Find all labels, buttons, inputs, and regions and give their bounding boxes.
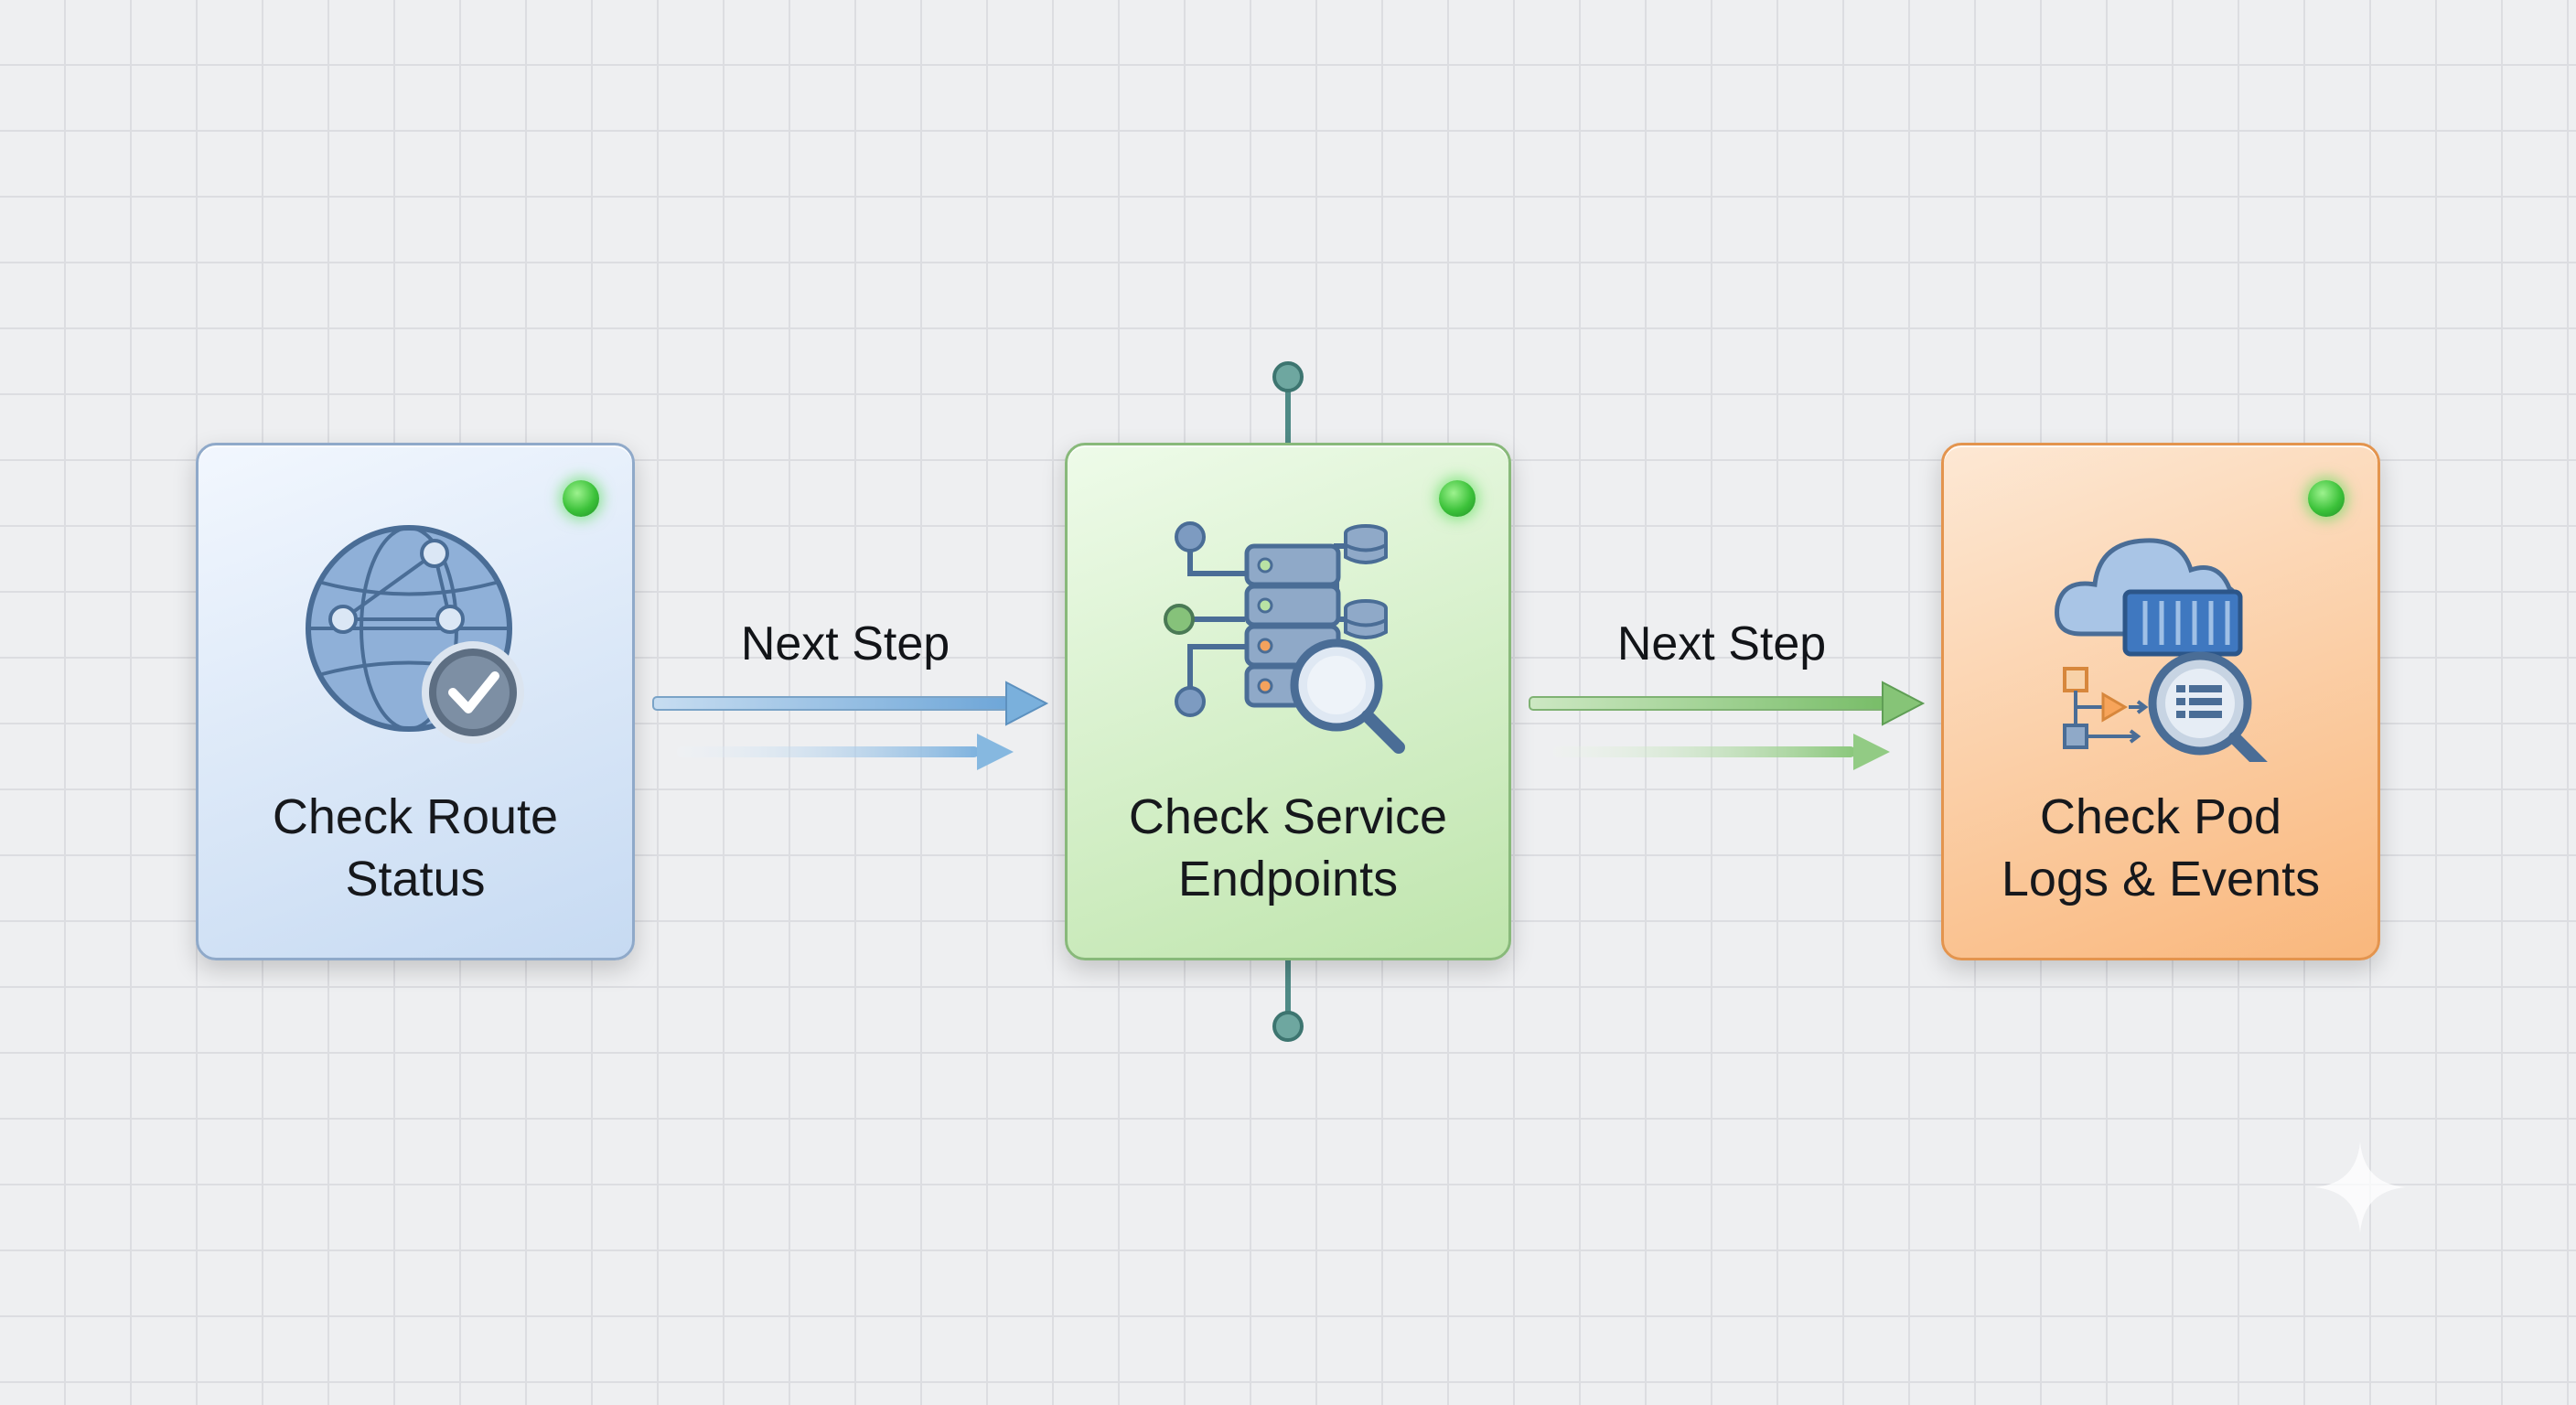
step-card-check-pod-logs-events[interactable]: Check Pod Logs & Events (1941, 443, 2380, 960)
step-title: Check Route Status (272, 789, 559, 906)
step-title: Check Pod Logs & Events (2001, 789, 2321, 906)
top-connector (1272, 361, 1304, 450)
cloud-container-logs-icon (2055, 538, 2268, 762)
next-step-arrow (1529, 681, 1926, 770)
status-indicator (1439, 480, 1476, 517)
status-indicator (2308, 480, 2345, 517)
arrow-label: Next Step (740, 617, 950, 670)
next-step-arrow (652, 681, 1049, 770)
sparkle-icon (2314, 1142, 2406, 1233)
bottom-connector (1272, 953, 1304, 1042)
server-endpoints-icon (1164, 521, 1405, 754)
arrow-label: Next Step (1616, 617, 1827, 670)
step-card-check-route-status[interactable]: Check Route Status (196, 443, 635, 960)
status-indicator (563, 480, 599, 517)
globe-check-icon (306, 525, 524, 744)
step-title: Check Service Endpoints (1128, 789, 1448, 906)
step-card-check-service-endpoints[interactable]: Check Service Endpoints (1065, 443, 1511, 960)
